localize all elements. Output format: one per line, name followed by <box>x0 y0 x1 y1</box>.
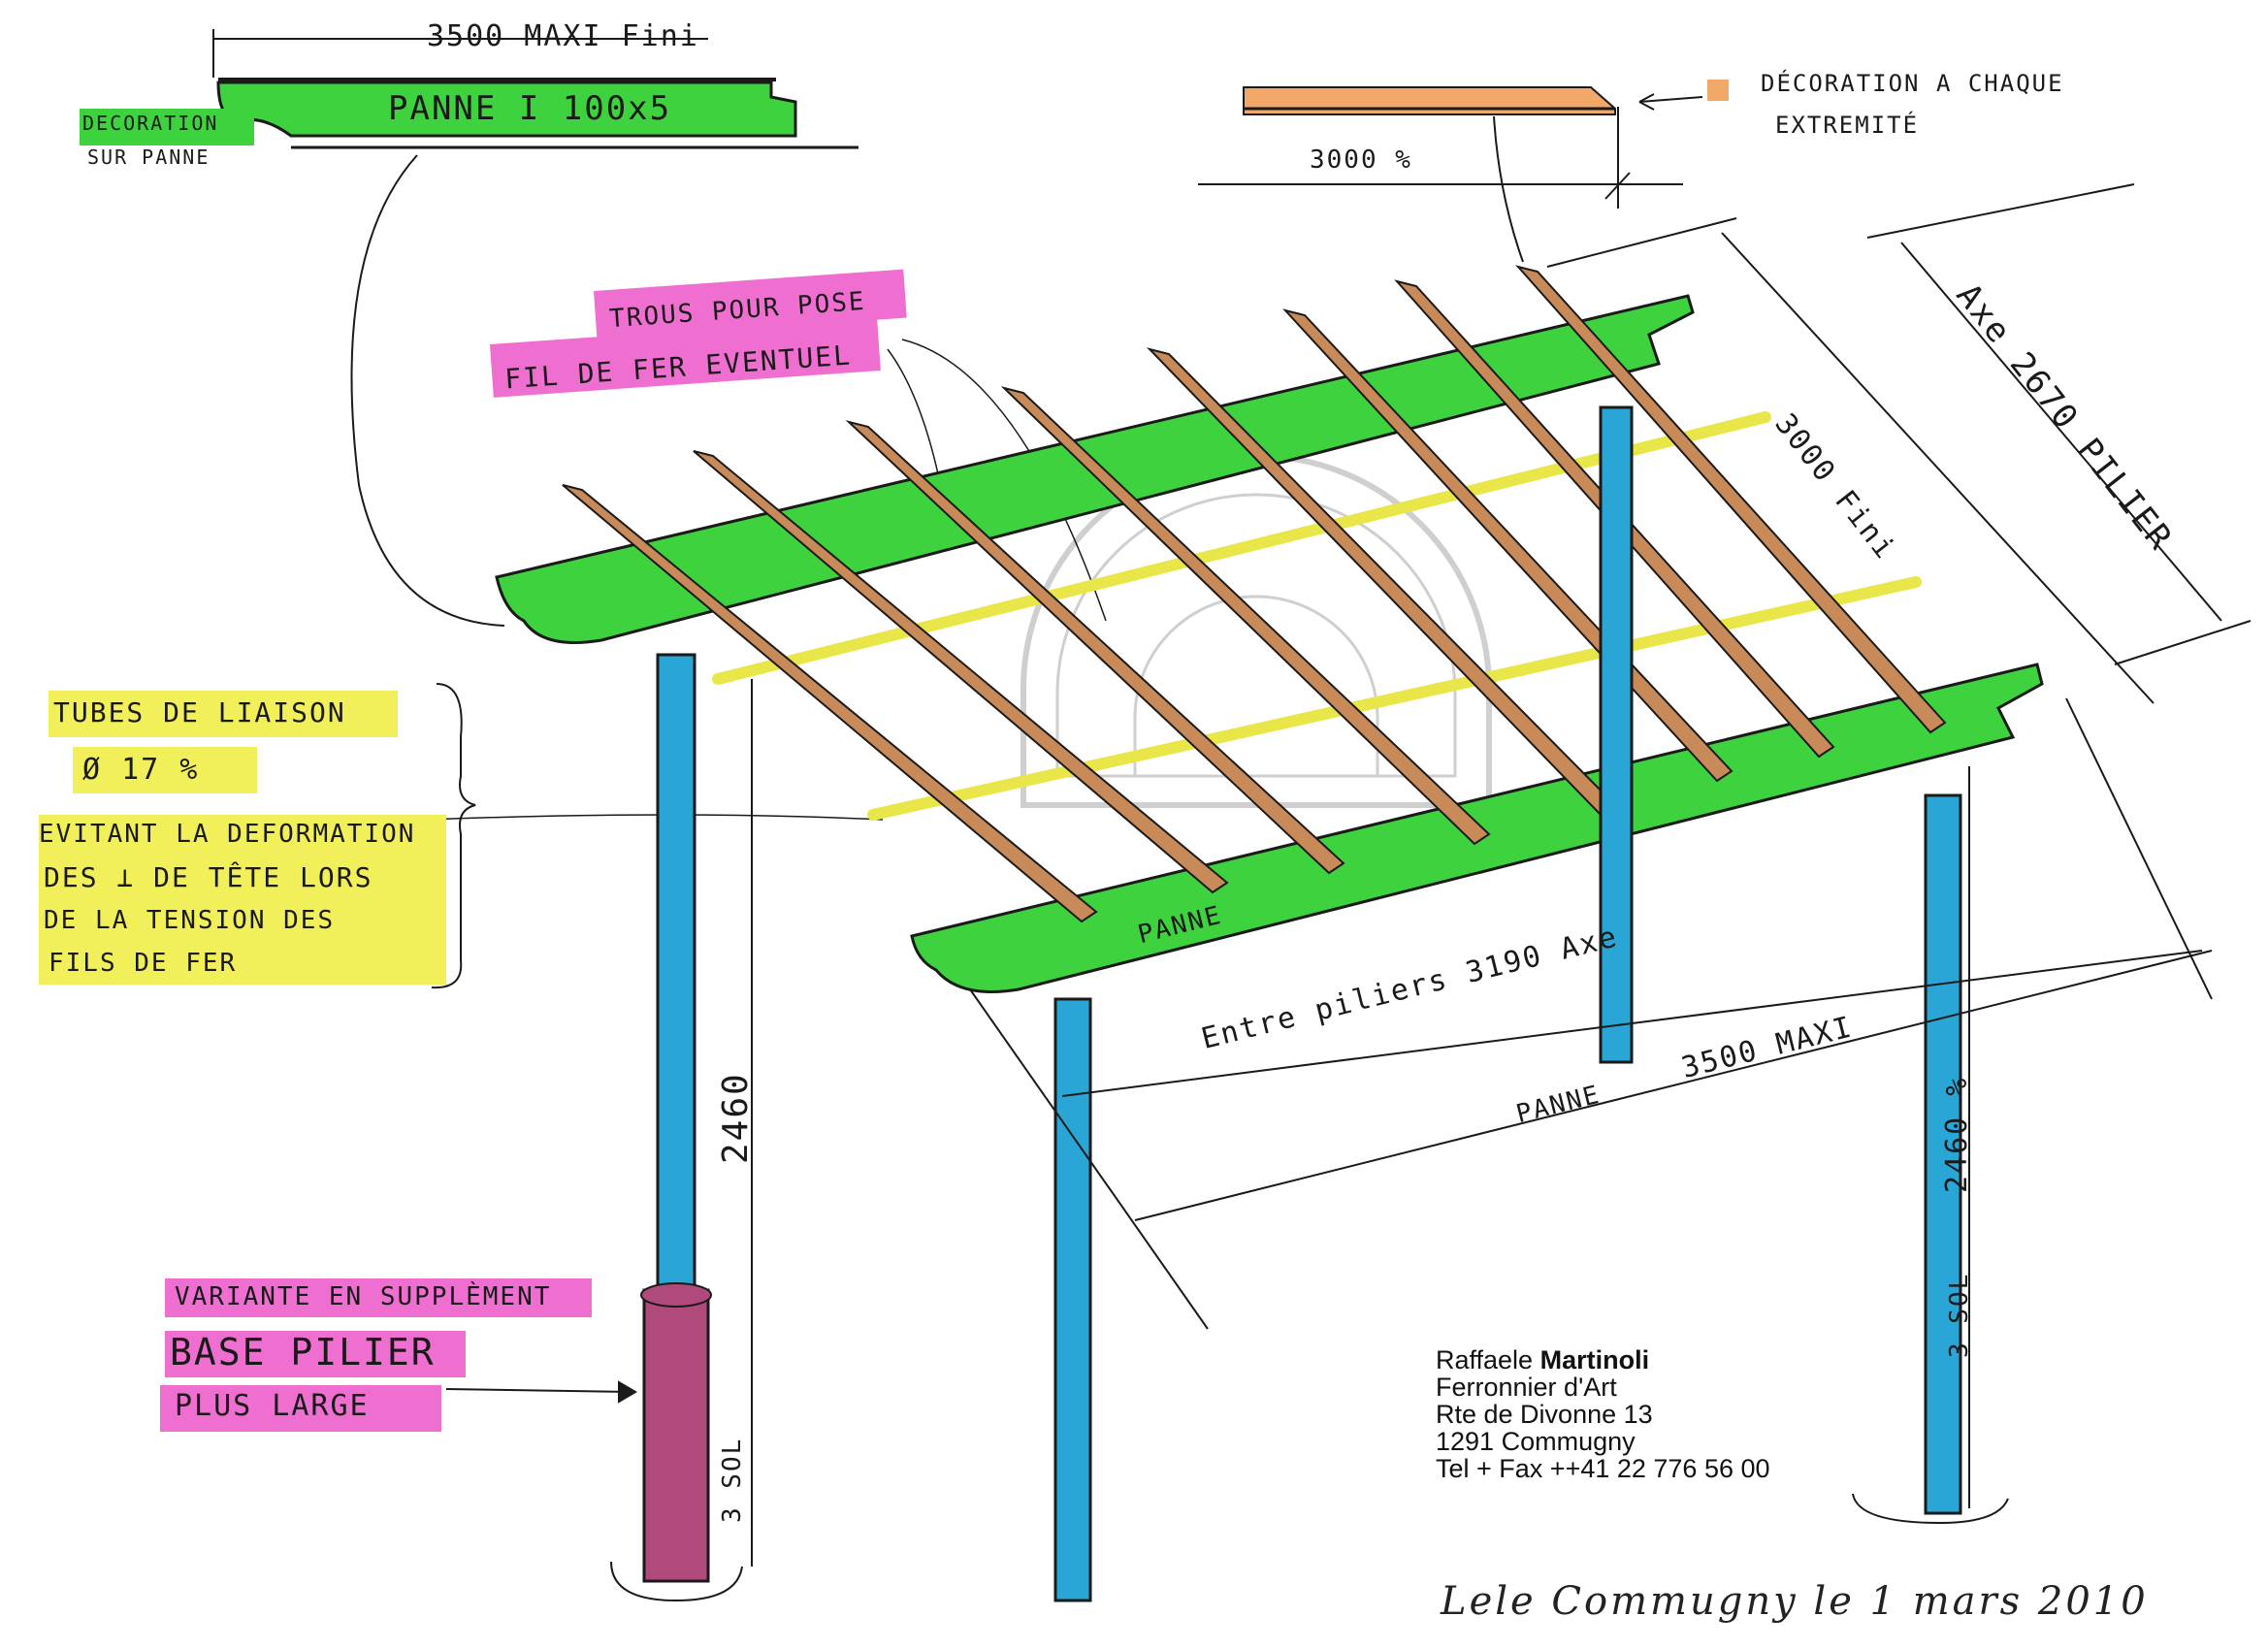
pilier-base-variant <box>610 1282 2009 1602</box>
variante-arrow <box>445 1380 637 1404</box>
evitant-label-line2: DES ⊥ DE TÊTE LORS <box>44 861 373 893</box>
tubes-label-line1: TUBES DE LIAISON <box>53 696 346 728</box>
panne-profile-detail <box>212 29 859 149</box>
tubes-highlight-1 <box>49 691 398 737</box>
author-first-name: Raffaele <box>1436 1345 1534 1374</box>
dim-sol-left: 3 SOL <box>718 1437 747 1523</box>
extremite-label-line2: EXTREMITÉ <box>1775 112 1920 139</box>
variante-label-line2: BASE PILIER <box>170 1331 436 1374</box>
author-name: Raffaele Martinoli <box>1436 1346 1770 1374</box>
author-address: Rte de Divonne 13 <box>1436 1400 1653 1429</box>
extremite-label-line1: DÉCORATION A CHAQUE <box>1761 70 2064 97</box>
decoration-label-line2: SUR PANNE <box>87 146 211 169</box>
leader-decoration <box>350 154 505 627</box>
chevron-dimension: 3000 % <box>1310 146 1412 175</box>
decoration-label-line1: DECORATION <box>82 112 219 135</box>
author-last-name: Martinoli <box>1539 1345 1650 1374</box>
chevron-detail <box>1198 80 1729 209</box>
evitant-label-line4: FILS DE FER <box>49 949 238 978</box>
signature: Lele Commugny le 1 mars 2010 <box>1441 1579 2149 1624</box>
evitant-highlight <box>39 815 446 985</box>
tubes-highlight-2 <box>73 747 257 793</box>
brace <box>431 683 476 989</box>
variante-label-line1: VARIANTE EN SUPPLÈMENT <box>175 1282 552 1311</box>
variante-label-line3: PLUS LARGE <box>175 1389 370 1423</box>
tubes-label-line2: Ø 17 % <box>82 753 200 787</box>
dim-2460-left: 2460 <box>716 1072 756 1164</box>
variante-highlight-1 <box>165 1278 592 1317</box>
variante-highlight-3 <box>160 1385 441 1432</box>
evitant-label-line1: EVITANT LA DEFORMATION <box>39 820 416 849</box>
dim-sol-right: 3 SOL <box>1945 1272 1974 1358</box>
evitant-label-line3: DE LA TENSION DES <box>44 906 336 935</box>
panne-profile-label: PANNE I 100x5 <box>388 89 672 128</box>
author-phone: Tel + Fax ++41 22 776 56 00 <box>1436 1454 1770 1483</box>
top-dimension: 3500 MAXI Fini <box>427 19 699 53</box>
piliers <box>656 405 1962 1602</box>
leader-extremite <box>1493 115 1524 263</box>
dimension-lines <box>751 183 2252 1567</box>
author-city: 1291 Commugny <box>1436 1427 1636 1456</box>
trous-highlight-2 <box>490 317 881 398</box>
author-title: Ferronnier d'Art <box>1436 1373 1617 1402</box>
decoration-highlight <box>80 109 254 146</box>
tie-tubes <box>712 411 1922 821</box>
variante-highlight-2 <box>165 1331 466 1377</box>
title-block: Raffaele Martinoli Ferronnier d'Art Rte … <box>1436 1346 1770 1482</box>
leader-tubes <box>426 814 884 821</box>
dim-2460-right: 2460 % <box>1940 1076 1974 1193</box>
